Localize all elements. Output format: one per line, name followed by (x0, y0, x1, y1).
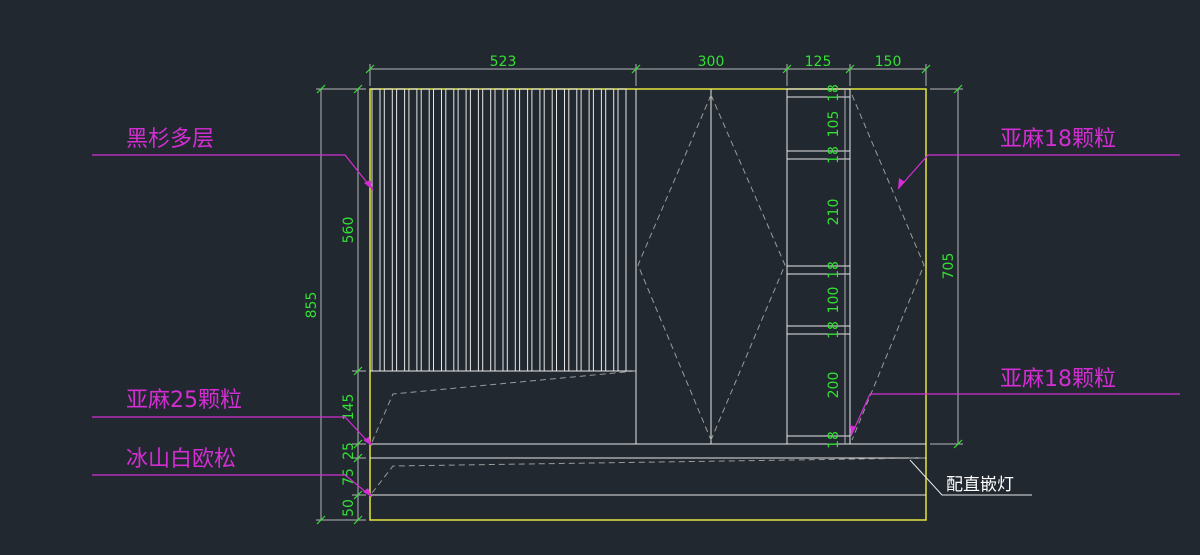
dimension-ticks (316, 64, 963, 525)
dim-top-300: 300 (698, 54, 725, 70)
callout-leaders (92, 154, 1180, 498)
callout-linen-18-top: 亚麻18颗粒 (1000, 127, 1116, 152)
slat (506, 88, 516, 372)
slat (531, 88, 541, 372)
slat (396, 88, 406, 372)
slat (543, 88, 553, 372)
cabinet-elevation (369, 88, 927, 521)
leader-linen-18-top (897, 154, 1180, 190)
slat (420, 88, 430, 372)
dimension-labels: 523 300 125 150 855 560 145 25 75 50 705… (304, 54, 957, 517)
dimension-lines (316, 64, 963, 521)
dim-top-523: 523 (490, 54, 517, 70)
cabinet-outline (369, 88, 927, 521)
slat (592, 88, 602, 372)
dim-shelf-100: 100 (826, 287, 842, 314)
dim-left-50: 50 (341, 499, 357, 517)
slat (445, 88, 455, 372)
note-recessed-light: 配直嵌灯 (946, 475, 1014, 495)
door-swing-right (851, 94, 925, 441)
slat (519, 88, 529, 372)
drawer-indicator (371, 370, 637, 443)
black-fir-slat-panel (371, 88, 627, 372)
drawer-indicator (371, 457, 927, 494)
note-leader (909, 459, 1032, 496)
slat (617, 88, 627, 372)
dim-shelf-200: 200 (826, 372, 842, 399)
callout-labels: 黑杉多层 亚麻25颗粒 冰山白欧松 亚麻18颗粒 亚麻18颗粒 (126, 127, 1116, 472)
leader-black-fir (92, 154, 374, 191)
dim-left-25: 25 (341, 442, 357, 460)
slat (494, 88, 504, 372)
slat (408, 88, 418, 372)
slat (568, 88, 578, 372)
door-swing-left (637, 94, 712, 441)
door-swing-middle (710, 94, 786, 441)
dim-shelf-210: 210 (826, 199, 842, 226)
leader-linen-25 (92, 416, 373, 447)
shelf (786, 325, 851, 335)
callout-arrowheads (363, 178, 905, 497)
slat (433, 88, 442, 372)
dim-right-705: 705 (941, 253, 957, 280)
shelf (786, 88, 851, 98)
dim-left-145: 145 (341, 394, 357, 421)
dim-shelf-18: 18 (826, 146, 842, 164)
dim-left-855: 855 (304, 292, 320, 319)
shelf (786, 265, 851, 275)
slat (371, 88, 381, 372)
recessed-light-note: 配直嵌灯 (909, 459, 1032, 496)
dim-shelf-18: 18 (826, 84, 842, 102)
callout-linen-25: 亚麻25颗粒 (126, 388, 242, 413)
slat (457, 88, 467, 372)
shelf (786, 150, 851, 160)
slat (482, 88, 492, 372)
slat (556, 88, 565, 372)
slat (383, 88, 393, 372)
dim-shelf-18: 18 (826, 321, 842, 339)
door-swing-indicators (371, 94, 927, 494)
slat (469, 88, 479, 372)
dim-shelf-18: 18 (826, 431, 842, 449)
dim-shelf-18: 18 (826, 261, 842, 279)
slat (605, 88, 615, 372)
dim-left-560: 560 (341, 217, 357, 244)
slat (580, 88, 590, 372)
callout-white-pine: 冰山白欧松 (126, 447, 236, 472)
dim-top-150: 150 (875, 54, 902, 70)
leader-white-pine (92, 474, 373, 498)
leader-linen-18-bottom (850, 393, 1180, 437)
callout-linen-18-bottom: 亚麻18颗粒 (1000, 367, 1116, 392)
dim-top-125: 125 (805, 54, 832, 70)
callout-black-fir: 黑杉多层 (126, 127, 214, 152)
dim-shelf-105: 105 (826, 111, 842, 138)
